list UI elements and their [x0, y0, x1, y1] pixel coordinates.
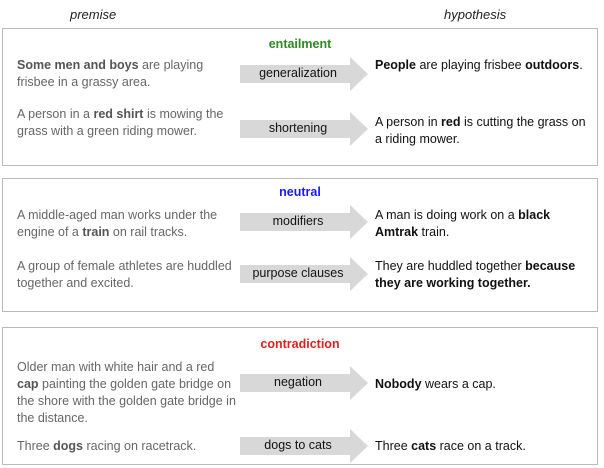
panel-label-neutral: neutral [279, 185, 321, 199]
premise-column-header: premise [70, 7, 117, 22]
premise-text: A person in a red shirt is mowing the gr… [17, 106, 239, 140]
text-span: is cutting the grass on a riding mower. [375, 115, 586, 146]
text-span: A man is doing work on a [375, 208, 519, 222]
bold-phrase: outdoors [525, 58, 580, 72]
text-span: racing on racetrack. [83, 439, 197, 453]
text-span: on rail tracks. [109, 225, 188, 239]
text-span: Three [17, 439, 54, 453]
hypothesis-text: A person in red is cutting the grass on … [375, 114, 595, 148]
transform-label: dogs to cats [264, 438, 332, 452]
text-span: are playing frisbee [416, 58, 526, 72]
premise-text: Three dogs racing on racetrack. [17, 438, 239, 455]
premise-text: A group of female athletes are huddled t… [17, 258, 239, 292]
transform-label: generalization [259, 66, 337, 80]
bold-phrase: red [441, 115, 461, 129]
hypothesis-column-header: hypothesis [444, 7, 507, 22]
premise-text: Some men and boys are playing frisbee in… [17, 57, 239, 91]
bold-phrase: train [82, 225, 110, 239]
transform-arrow: negation [240, 366, 370, 400]
contradiction-panel: contradiction Older man with white hair … [2, 327, 598, 465]
transform-label: negation [274, 375, 322, 389]
text-span: A group of female athletes are huddled t… [17, 259, 232, 290]
transform-arrow: generalization [240, 57, 370, 91]
text-span: Three [375, 439, 412, 453]
entailment-panel: entailment Some men and boys are playing… [2, 28, 598, 166]
bold-phrase: cats [411, 439, 437, 453]
text-span: wears a cap. [421, 377, 496, 391]
bold-phrase: because they are working together. [375, 259, 576, 290]
panel-label-contradiction: contradiction [260, 337, 340, 351]
panel-label-entailment: entailment [268, 37, 332, 51]
transform-arrow: modifiers [240, 205, 370, 239]
text-span: train. [418, 225, 450, 239]
transform-arrow: dogs to cats [240, 429, 370, 463]
arrow-shape [240, 257, 368, 291]
text-span: They are huddled together [375, 259, 526, 273]
transform-label: purpose clauses [252, 266, 344, 280]
hypothesis-text: Three cats race on a track. [375, 438, 595, 455]
premise-text: Older man with white hair and a red cap … [17, 359, 239, 427]
transform-arrow: shortening [240, 112, 370, 146]
arrow-shape [240, 366, 368, 400]
text-span: A person in [375, 115, 442, 129]
transform-label: modifiers [272, 214, 324, 228]
transform-label: shortening [268, 121, 328, 135]
text-span: . [579, 58, 583, 72]
bold-phrase: Some men and boys [17, 58, 139, 72]
premise-text: A middle-aged man works under the engine… [17, 207, 239, 241]
bold-phrase: red shirt [93, 107, 144, 121]
bold-phrase: black Amtrak [375, 208, 551, 239]
hypothesis-text: They are huddled together because they a… [375, 258, 595, 292]
neutral-panel: neutral A middle-aged man works under th… [2, 178, 598, 312]
text-span: A person in a [17, 107, 94, 121]
bold-phrase: dogs [53, 439, 83, 453]
hypothesis-text: People are playing frisbee outdoors. [375, 57, 595, 74]
text-span: A middle-aged man works under the engine… [17, 208, 218, 239]
arrow-shape [240, 429, 368, 463]
text-span: is mowing the grass with a green riding … [17, 107, 224, 138]
text-span: race on a track. [436, 439, 526, 453]
arrow-shape [240, 205, 368, 239]
hypothesis-text: Nobody wears a cap. [375, 376, 595, 393]
text-span: Older man with white hair and a red [17, 360, 215, 374]
arrow-shape [240, 112, 368, 146]
arrow-shape [240, 57, 368, 91]
bold-phrase: People [375, 58, 416, 72]
text-span: painting the golden gate bridge on the s… [17, 377, 236, 425]
transform-arrow: purpose clauses [240, 257, 370, 291]
hypothesis-text: A man is doing work on a black Amtrak tr… [375, 207, 595, 241]
bold-phrase: cap [17, 377, 39, 391]
text-span: are playing frisbee in a grassy area. [17, 58, 204, 89]
bold-phrase: Nobody [375, 377, 422, 391]
